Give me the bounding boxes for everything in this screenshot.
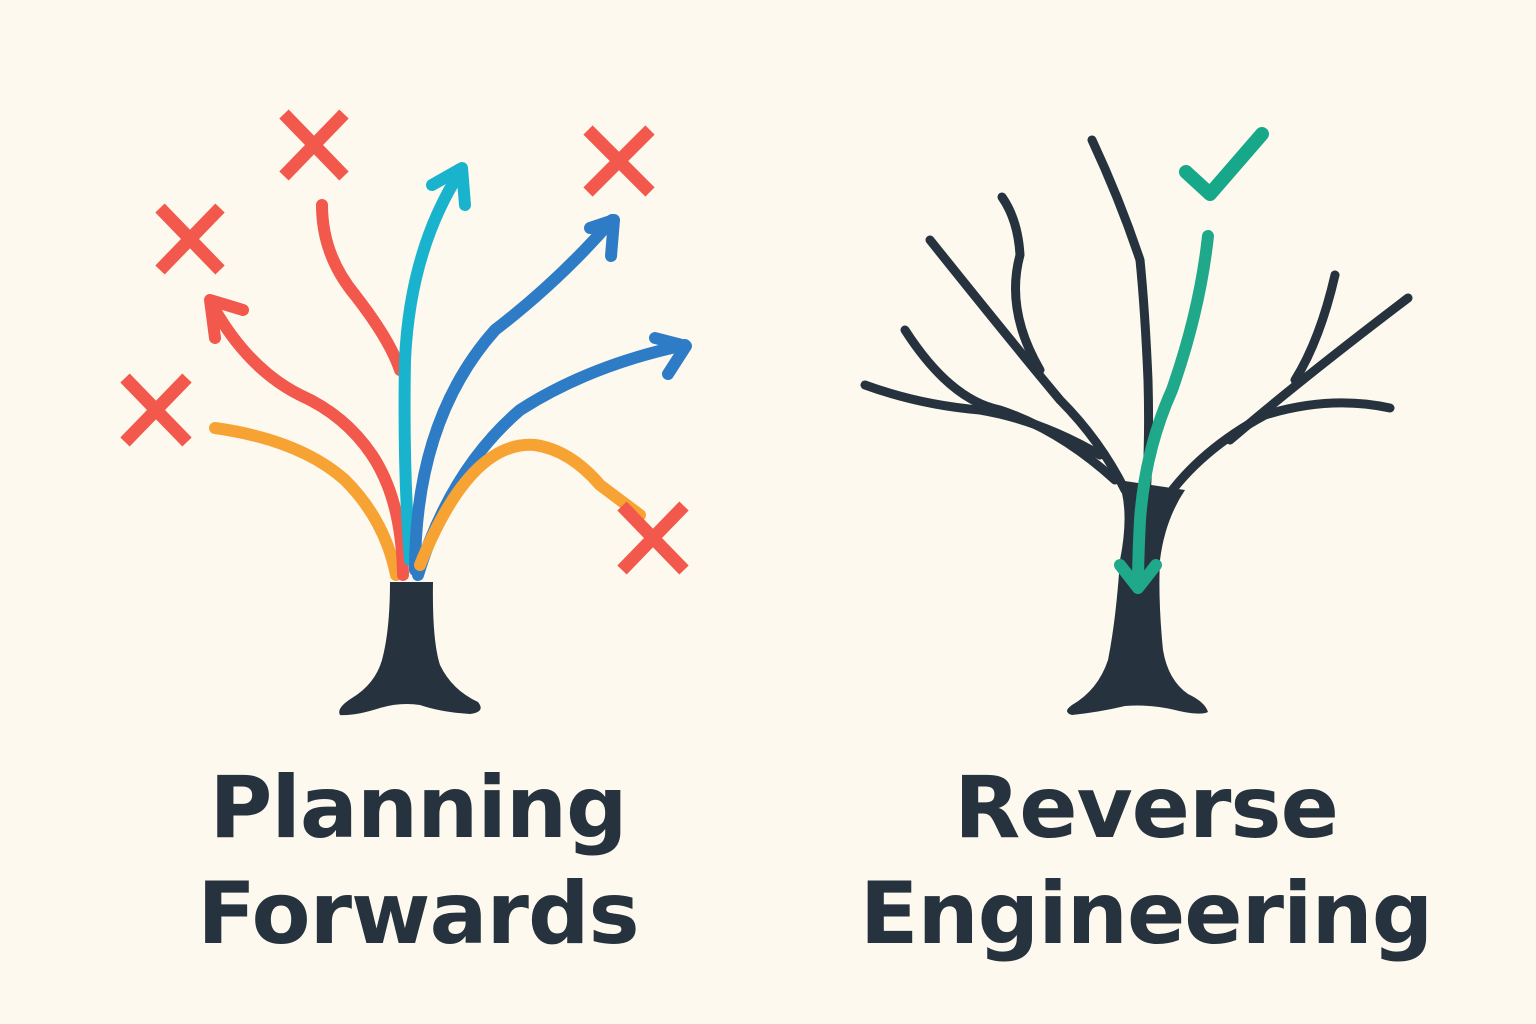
x-mark-icon — [583, 125, 655, 197]
down-arrow-icon — [1114, 559, 1162, 594]
planning-forwards-title: Planning Forwards — [34, 755, 802, 967]
reverse-engineering-title: Reverse Engineering — [762, 755, 1530, 967]
x-mark-icon — [120, 373, 192, 447]
reverse-engineering-tree-illustration — [860, 127, 1413, 715]
blue-arrowhead-upper-icon — [584, 214, 620, 262]
planning-forwards-panel: Planning Forwards — [120, 109, 692, 964]
red-arrowhead-icon — [204, 294, 249, 344]
tree-branches — [860, 135, 1413, 515]
orange-to-x-path — [414, 438, 646, 571]
reverse-engineering-panel: Reverse Engineering — [768, 0, 1536, 1024]
x-mark-icon — [279, 109, 349, 181]
orange-dead-end-path — [209, 422, 402, 581]
tree-trunk — [339, 582, 481, 716]
x-mark-icon — [155, 203, 225, 275]
check-mark-icon — [1179, 127, 1269, 201]
green-backtrack-path — [1132, 230, 1214, 591]
title-line-2: Engineering — [859, 864, 1434, 964]
title-line-1: Planning — [209, 758, 627, 858]
red-dead-end-path — [316, 199, 406, 376]
tree-trunk — [1067, 480, 1208, 715]
forward-planning-tree-illustration — [120, 109, 692, 716]
blue-arrowhead-lower-icon — [649, 332, 692, 380]
red-arrow-path — [209, 304, 409, 581]
blue-arrow-upper-path — [409, 214, 618, 576]
cyan-arrow-path — [398, 166, 466, 566]
x-mark-icon — [617, 501, 689, 575]
title-line-2: Forwards — [197, 864, 639, 964]
cyan-arrowhead-icon — [426, 162, 471, 211]
title-line-1: Reverse — [954, 758, 1339, 858]
